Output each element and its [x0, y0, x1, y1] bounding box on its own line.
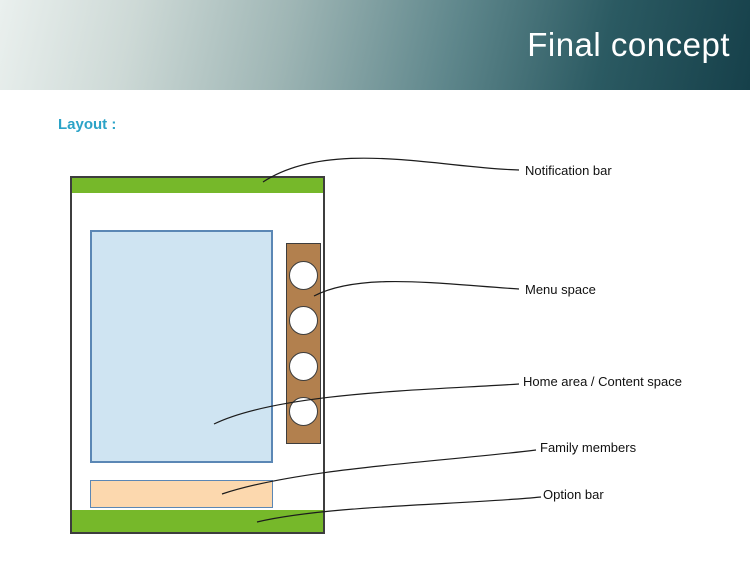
menu-circle [289, 397, 318, 427]
slide-title: Final concept [527, 26, 730, 63]
menu-space-shape [286, 243, 321, 444]
callout-option-bar: Option bar [543, 487, 604, 502]
connector-menu-space [313, 280, 520, 297]
family-members-shape [90, 480, 273, 508]
home-content-area-shape [90, 230, 273, 463]
notification-bar-shape [72, 178, 323, 193]
callout-home-area: Home area / Content space [523, 374, 682, 389]
menu-circle [289, 351, 318, 381]
callout-menu-space: Menu space [525, 282, 596, 297]
menu-circle [289, 260, 318, 290]
option-bar-shape [72, 510, 323, 532]
slide-header: Final concept [0, 0, 750, 90]
callout-family-members: Family members [540, 440, 637, 455]
menu-circle [289, 306, 318, 336]
section-label: Layout : [58, 116, 117, 133]
callout-notification-bar: Notification bar [525, 163, 612, 178]
